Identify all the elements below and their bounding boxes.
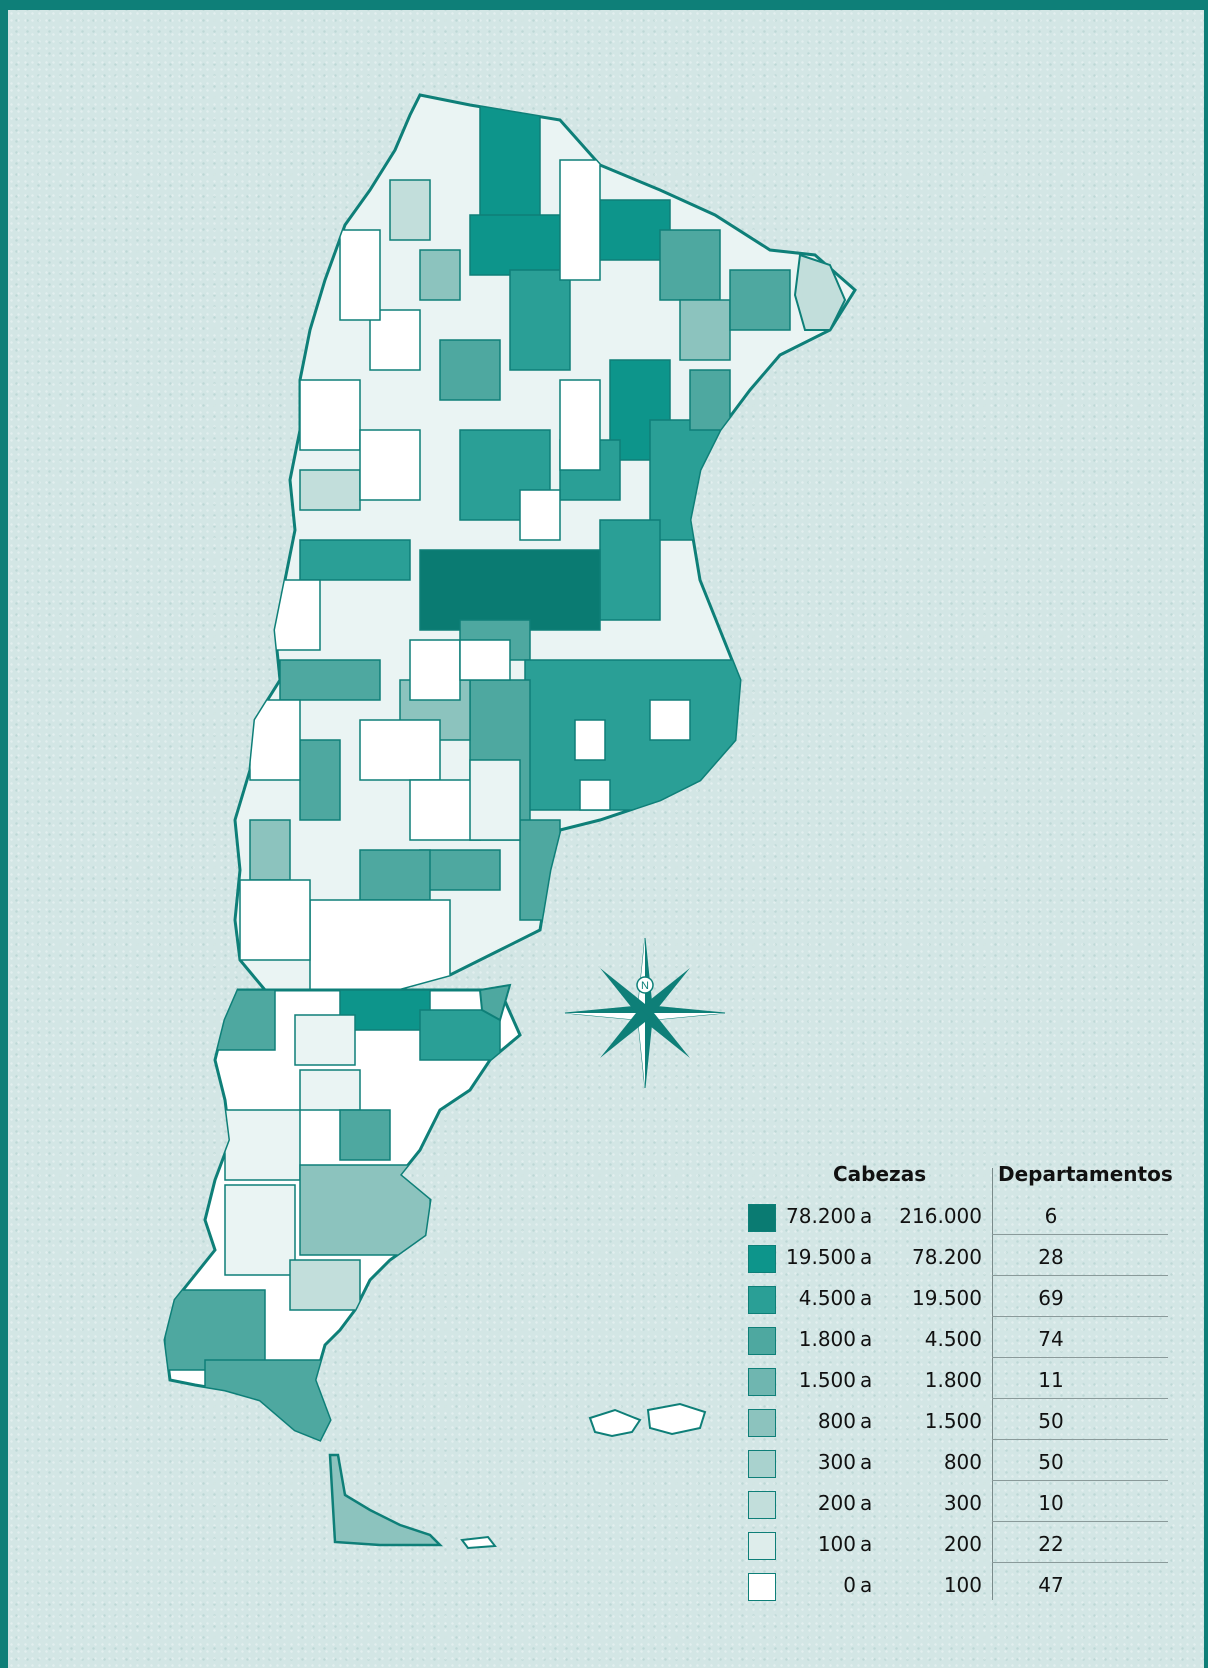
legend-range-to: 4.500 bbox=[924, 1327, 982, 1351]
legend-range-from: 1.800 bbox=[798, 1327, 856, 1351]
legend-swatch bbox=[748, 1491, 776, 1519]
legend-range-from: 300 bbox=[817, 1450, 856, 1474]
legend-range-from: 78.200 bbox=[786, 1204, 856, 1228]
legend-count: 69 bbox=[1038, 1286, 1064, 1310]
mainland-north bbox=[233, 93, 857, 992]
legend-range-connector: a bbox=[860, 1532, 873, 1556]
legend-row-rule bbox=[992, 1439, 1168, 1440]
legend-range-from: 4.500 bbox=[798, 1286, 856, 1310]
legend-swatch bbox=[748, 1409, 776, 1437]
legend-range-from: 200 bbox=[817, 1491, 856, 1515]
legend-range-connector: a bbox=[860, 1491, 873, 1515]
legend-count: 6 bbox=[1044, 1204, 1058, 1228]
legend-swatch bbox=[748, 1573, 776, 1601]
legend-col-departamentos: Departamentos bbox=[998, 1162, 1173, 1186]
legend-swatch bbox=[748, 1245, 776, 1273]
legend-swatch bbox=[748, 1450, 776, 1478]
legend-range-to: 78.200 bbox=[912, 1245, 982, 1269]
islas-malvinas bbox=[588, 1402, 707, 1438]
legend-range-to: 300 bbox=[943, 1491, 982, 1515]
legend-count: 28 bbox=[1038, 1245, 1064, 1269]
legend-range-to: 1.500 bbox=[924, 1409, 982, 1433]
legend-row-rule bbox=[992, 1316, 1168, 1317]
compass-north-label: N bbox=[641, 980, 649, 992]
legend-row-rule bbox=[992, 1275, 1168, 1276]
legend-range-connector: a bbox=[860, 1450, 873, 1474]
legend-count: 10 bbox=[1038, 1491, 1064, 1515]
legend-range-from: 0 bbox=[843, 1573, 856, 1597]
legend-swatch bbox=[748, 1368, 776, 1396]
legend-range-from: 19.500 bbox=[786, 1245, 856, 1269]
legend-col-cabezas: Cabezas bbox=[833, 1162, 927, 1186]
legend-range-connector: a bbox=[860, 1327, 873, 1351]
mainland-south bbox=[163, 983, 522, 1442]
legend-count: 11 bbox=[1038, 1368, 1064, 1392]
legend-range-connector: a bbox=[860, 1245, 873, 1269]
legend-range-to: 216.000 bbox=[899, 1204, 982, 1228]
legend-divider bbox=[992, 1168, 993, 1600]
legend-range-connector: a bbox=[860, 1204, 873, 1228]
isla-de-los-estados bbox=[460, 1535, 497, 1550]
compass-rose-icon: N bbox=[564, 937, 726, 1089]
legend-range-connector: a bbox=[860, 1368, 873, 1392]
legend-swatch bbox=[748, 1204, 776, 1232]
legend-range-connector: a bbox=[860, 1573, 873, 1597]
legend-row-rule bbox=[992, 1234, 1168, 1235]
legend-range-to: 800 bbox=[943, 1450, 982, 1474]
legend-range-to: 19.500 bbox=[912, 1286, 982, 1310]
legend-range-from: 100 bbox=[817, 1532, 856, 1556]
legend-swatch bbox=[748, 1286, 776, 1314]
legend-count: 50 bbox=[1038, 1409, 1064, 1433]
legend-count: 74 bbox=[1038, 1327, 1064, 1351]
legend-range-from: 1.500 bbox=[798, 1368, 856, 1392]
legend-row-rule bbox=[992, 1357, 1168, 1358]
legend-range-connector: a bbox=[860, 1409, 873, 1433]
legend-swatch bbox=[748, 1327, 776, 1355]
legend-row-rule bbox=[992, 1480, 1168, 1481]
legend-range-to: 1.800 bbox=[924, 1368, 982, 1392]
legend-swatch bbox=[748, 1532, 776, 1560]
legend-range-to: 200 bbox=[943, 1532, 982, 1556]
legend-count: 22 bbox=[1038, 1532, 1064, 1556]
legend-count: 50 bbox=[1038, 1450, 1064, 1474]
legend-range-to: 100 bbox=[943, 1573, 982, 1597]
legend-row-rule bbox=[992, 1398, 1168, 1399]
legend-count: 47 bbox=[1038, 1573, 1064, 1597]
legend-range-from: 800 bbox=[817, 1409, 856, 1433]
tierra-del-fuego bbox=[328, 1453, 444, 1547]
legend-row-rule bbox=[992, 1521, 1168, 1522]
legend-row-rule bbox=[992, 1562, 1168, 1563]
legend-range-connector: a bbox=[860, 1286, 873, 1310]
